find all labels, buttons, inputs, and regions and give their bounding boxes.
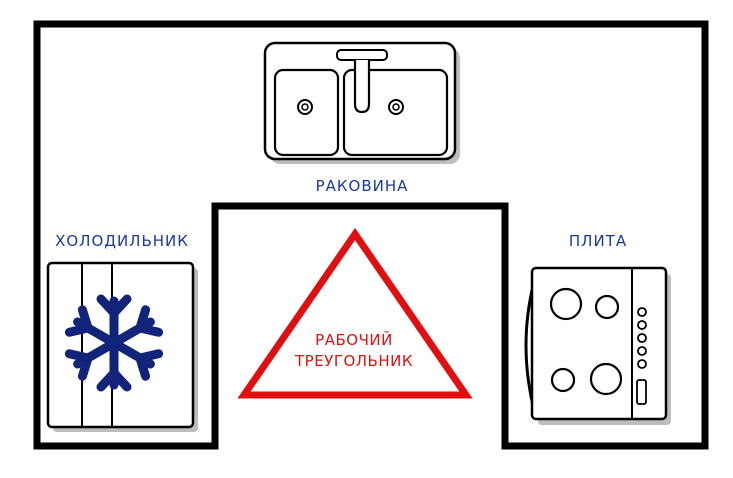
kitchen-outline — [33, 20, 709, 450]
fridge-label: ХОЛОДИЛЬНИК — [55, 232, 189, 250]
cooktop-icon — [524, 266, 671, 425]
triangle-label-line2: ТРЕУГОЛЬНИК — [294, 352, 413, 370]
sink-label: РАКОВИНА — [316, 177, 409, 195]
triangle-label-line1: РАБОЧИЙ — [315, 330, 393, 349]
work-triangle — [237, 227, 473, 399]
stove-label: ПЛИТА — [569, 232, 627, 250]
snowflake-icon — [64, 294, 164, 392]
sink-icon — [263, 41, 460, 164]
